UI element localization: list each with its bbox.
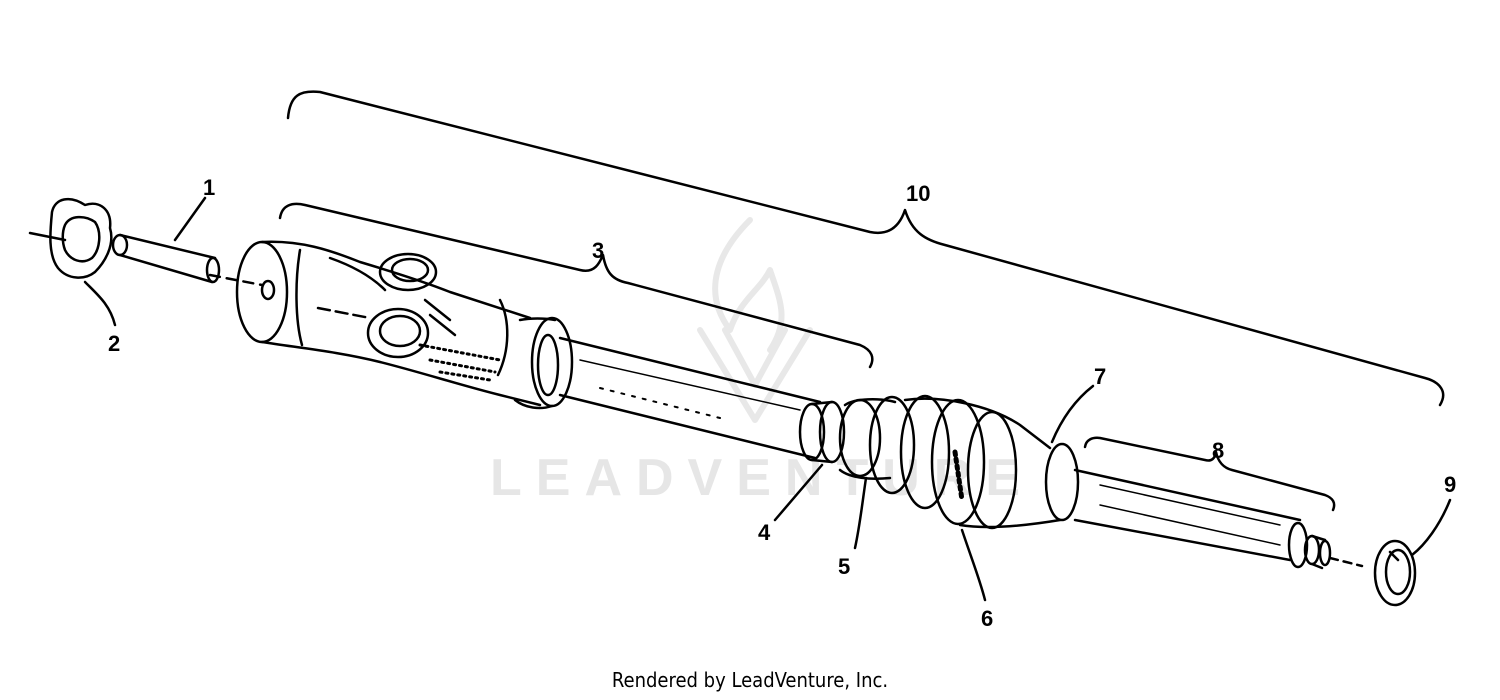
callout-9: 9: [1444, 472, 1457, 497]
bracket-10: [286, 90, 1445, 407]
part-1-pin: [111, 233, 221, 284]
render-credit: Rendered by LeadVenture, Inc.: [611, 668, 889, 692]
bracket-8: [1083, 436, 1336, 512]
part-5-6-boot: [838, 394, 1080, 530]
watermark-logo: [697, 217, 813, 423]
part-9-snap-ring: [1373, 539, 1417, 607]
callout-3: 3: [592, 238, 605, 263]
part-2-seal: [49, 197, 113, 279]
leader-2: [83, 280, 117, 327]
callout-2: 2: [108, 331, 121, 356]
callout-4: 4: [758, 520, 771, 545]
bracket-3: [278, 202, 874, 369]
leader-9: [1410, 498, 1452, 557]
leader-4: [773, 463, 824, 522]
callout-10: 10: [906, 181, 931, 206]
callout-8: 8: [1212, 438, 1225, 463]
leader-6: [960, 528, 987, 602]
leader-1: [173, 196, 207, 242]
callout-5: 5: [838, 554, 851, 579]
part-8-stub-shaft: [1073, 468, 1364, 570]
part-3-yoke: [235, 240, 574, 410]
leader-7: [1050, 384, 1095, 444]
leader-5: [853, 476, 868, 550]
shaft: [558, 336, 822, 460]
callout-1: 1: [203, 175, 216, 200]
center-axis-line: [28, 231, 67, 242]
part-4-clamp: [798, 400, 846, 464]
callout-6: 6: [981, 606, 994, 631]
callout-7: 7: [1094, 364, 1107, 389]
